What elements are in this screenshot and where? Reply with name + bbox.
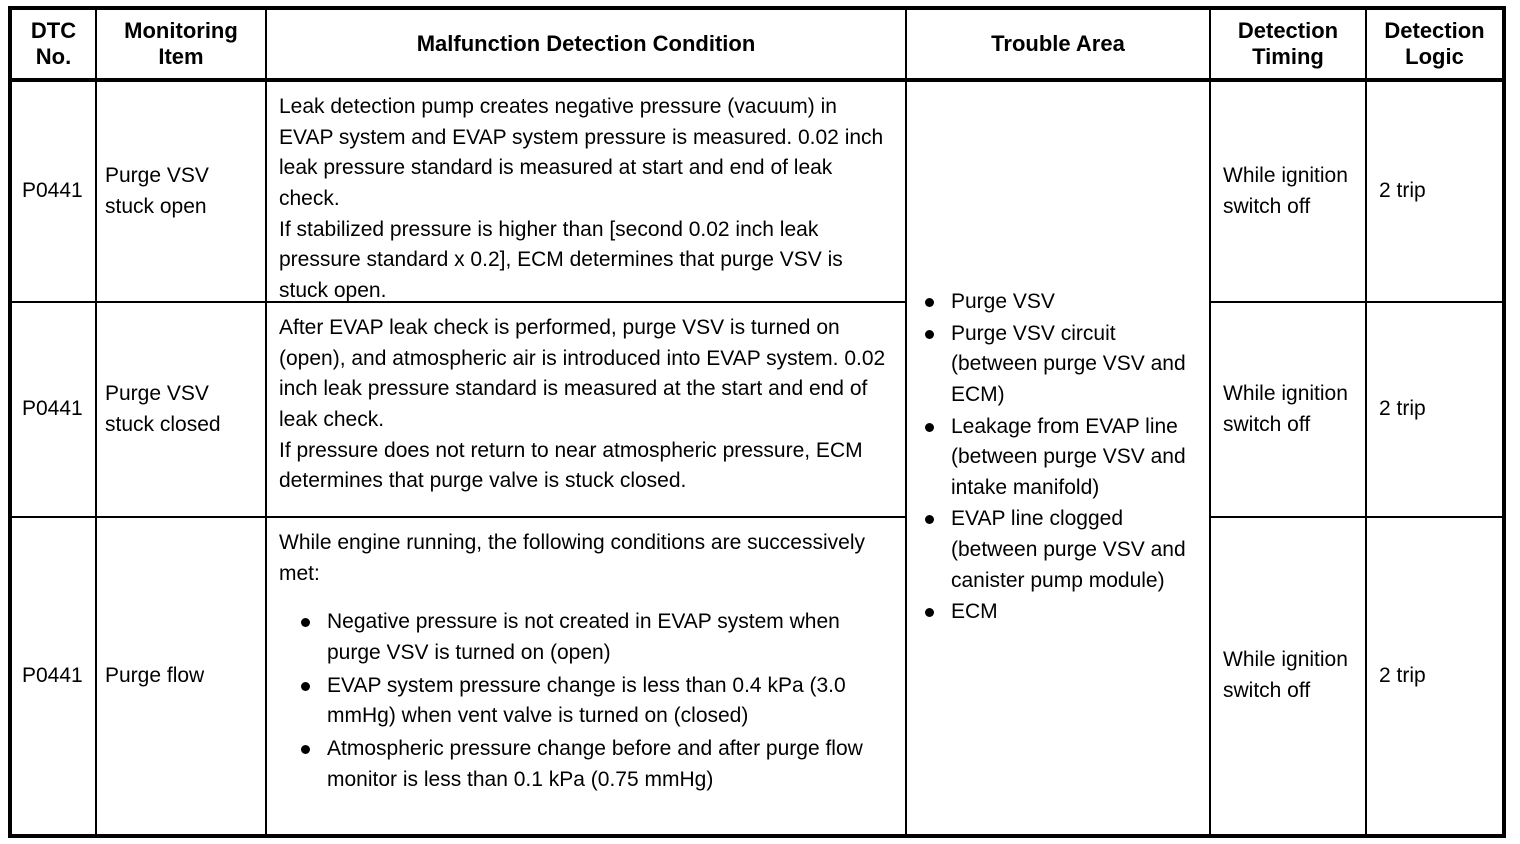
- dtc-table: DTC No. Monitoring Item Malfunction Dete…: [8, 6, 1506, 838]
- cell-detection-logic-text: 2 trip: [1379, 663, 1426, 687]
- header-detection-timing-line1: Detection: [1237, 18, 1339, 44]
- table-row: P0441: [16, 82, 95, 301]
- cell-detection-logic: 2 trip: [1367, 82, 1502, 301]
- list-item: Atmospheric pressure change before and a…: [279, 734, 891, 795]
- list-item: Negative pressure is not created in EVAP…: [279, 607, 891, 668]
- header-monitoring-item-line2: Item: [158, 44, 204, 69]
- column-divider-4: [1209, 10, 1211, 834]
- header-monitoring-item-line1: Monitoring: [124, 18, 238, 44]
- cell-detection-logic-text: 2 trip: [1379, 397, 1426, 421]
- cell-malfunction-detection-condition: Leak detection pump creates negative pre…: [267, 82, 905, 302]
- cell-malfunction-detection-condition: After EVAP leak check is performed, purg…: [267, 303, 905, 516]
- condition-paragraph: If stabilized pressure is higher than [s…: [279, 217, 843, 302]
- cell-monitoring-item: Purge VSV stuck closed: [97, 303, 265, 516]
- row-divider-right-2: [1209, 516, 1502, 518]
- header-dtc-no-line1: DTC: [30, 18, 77, 44]
- cell-dtc-no: P0441: [22, 663, 83, 687]
- header-malfunction-detection-condition: Malfunction Detection Condition: [267, 10, 905, 78]
- cell-monitoring-item: Purge flow: [97, 518, 265, 834]
- list-item: ECM: [917, 597, 1203, 628]
- cell-monitoring-item: Purge VSV stuck open: [97, 82, 265, 301]
- header-trouble-area: Trouble Area: [907, 10, 1209, 78]
- cell-detection-logic: 2 trip: [1367, 518, 1502, 834]
- header-detection-timing: Detection Timing: [1211, 10, 1365, 78]
- list-item: EVAP line clogged (between purge VSV and…: [917, 504, 1203, 596]
- list-item: Purge VSV: [917, 287, 1203, 318]
- header-detection-logic: Detection Logic: [1367, 10, 1502, 78]
- cell-detection-timing: While ignition switch off: [1211, 82, 1365, 301]
- condition-paragraph: Leak detection pump creates negative pre…: [279, 95, 884, 210]
- header-detection-logic-line2: Logic: [1405, 44, 1464, 69]
- cell-malfunction-detection-condition: While engine running, the following cond…: [267, 518, 905, 834]
- cell-detection-timing: While ignition switch off: [1211, 518, 1365, 834]
- header-dtc-no-line2: No.: [35, 44, 72, 69]
- list-item: Purge VSV circuit (between purge VSV and…: [917, 319, 1203, 411]
- condition-paragraph: After EVAP leak check is performed, purg…: [279, 316, 886, 431]
- row-divider-left-2: [12, 516, 905, 518]
- cell-dtc-no: P0441: [22, 397, 83, 421]
- header-monitoring-item: Monitoring Item: [97, 10, 265, 78]
- cell-monitoring-item-text: Purge flow: [105, 663, 205, 687]
- cell-detection-timing-text: While ignition switch off: [1223, 648, 1348, 702]
- cell-monitoring-item-text: Purge VSV stuck open: [105, 163, 209, 218]
- condition-paragraph: If pressure does not return to near atmo…: [279, 438, 863, 493]
- header-trouble-area-label: Trouble Area: [991, 31, 1125, 57]
- cell-detection-timing-text: While ignition switch off: [1223, 381, 1348, 436]
- column-divider-5: [1365, 10, 1367, 834]
- header-detection-logic-line1: Detection: [1384, 18, 1485, 44]
- cell-trouble-area: Purge VSV Purge VSV circuit (between pur…: [907, 82, 1209, 834]
- column-divider-1: [95, 10, 97, 834]
- column-divider-2: [265, 10, 267, 834]
- column-divider-3: [905, 10, 907, 834]
- row-divider-left-1: [12, 301, 905, 303]
- header-dtc-no: DTC No.: [12, 10, 95, 78]
- cell-dtc-no: P0441: [22, 179, 83, 203]
- header-malfunction-detection-condition-label: Malfunction Detection Condition: [416, 31, 756, 57]
- table-row: P0441: [16, 518, 95, 834]
- list-item: Leakage from EVAP line (between purge VS…: [917, 412, 1203, 504]
- list-item: EVAP system pressure change is less than…: [279, 671, 891, 732]
- condition-bullet-list: Negative pressure is not created in EVAP…: [279, 607, 891, 795]
- cell-monitoring-item-text: Purge VSV stuck closed: [105, 381, 221, 436]
- header-bottom-rule: [12, 78, 1502, 82]
- cell-detection-timing-text: While ignition switch off: [1223, 163, 1348, 218]
- condition-paragraph: While engine running, the following cond…: [279, 531, 865, 585]
- cell-detection-logic-text: 2 trip: [1379, 179, 1426, 203]
- cell-detection-timing: While ignition switch off: [1211, 303, 1365, 516]
- table-row: P0441: [16, 303, 95, 516]
- cell-detection-logic: 2 trip: [1367, 303, 1502, 516]
- trouble-area-list: Purge VSV Purge VSV circuit (between pur…: [917, 287, 1203, 629]
- header-detection-timing-line2: Timing: [1252, 44, 1324, 69]
- row-divider-right-1: [1209, 301, 1502, 303]
